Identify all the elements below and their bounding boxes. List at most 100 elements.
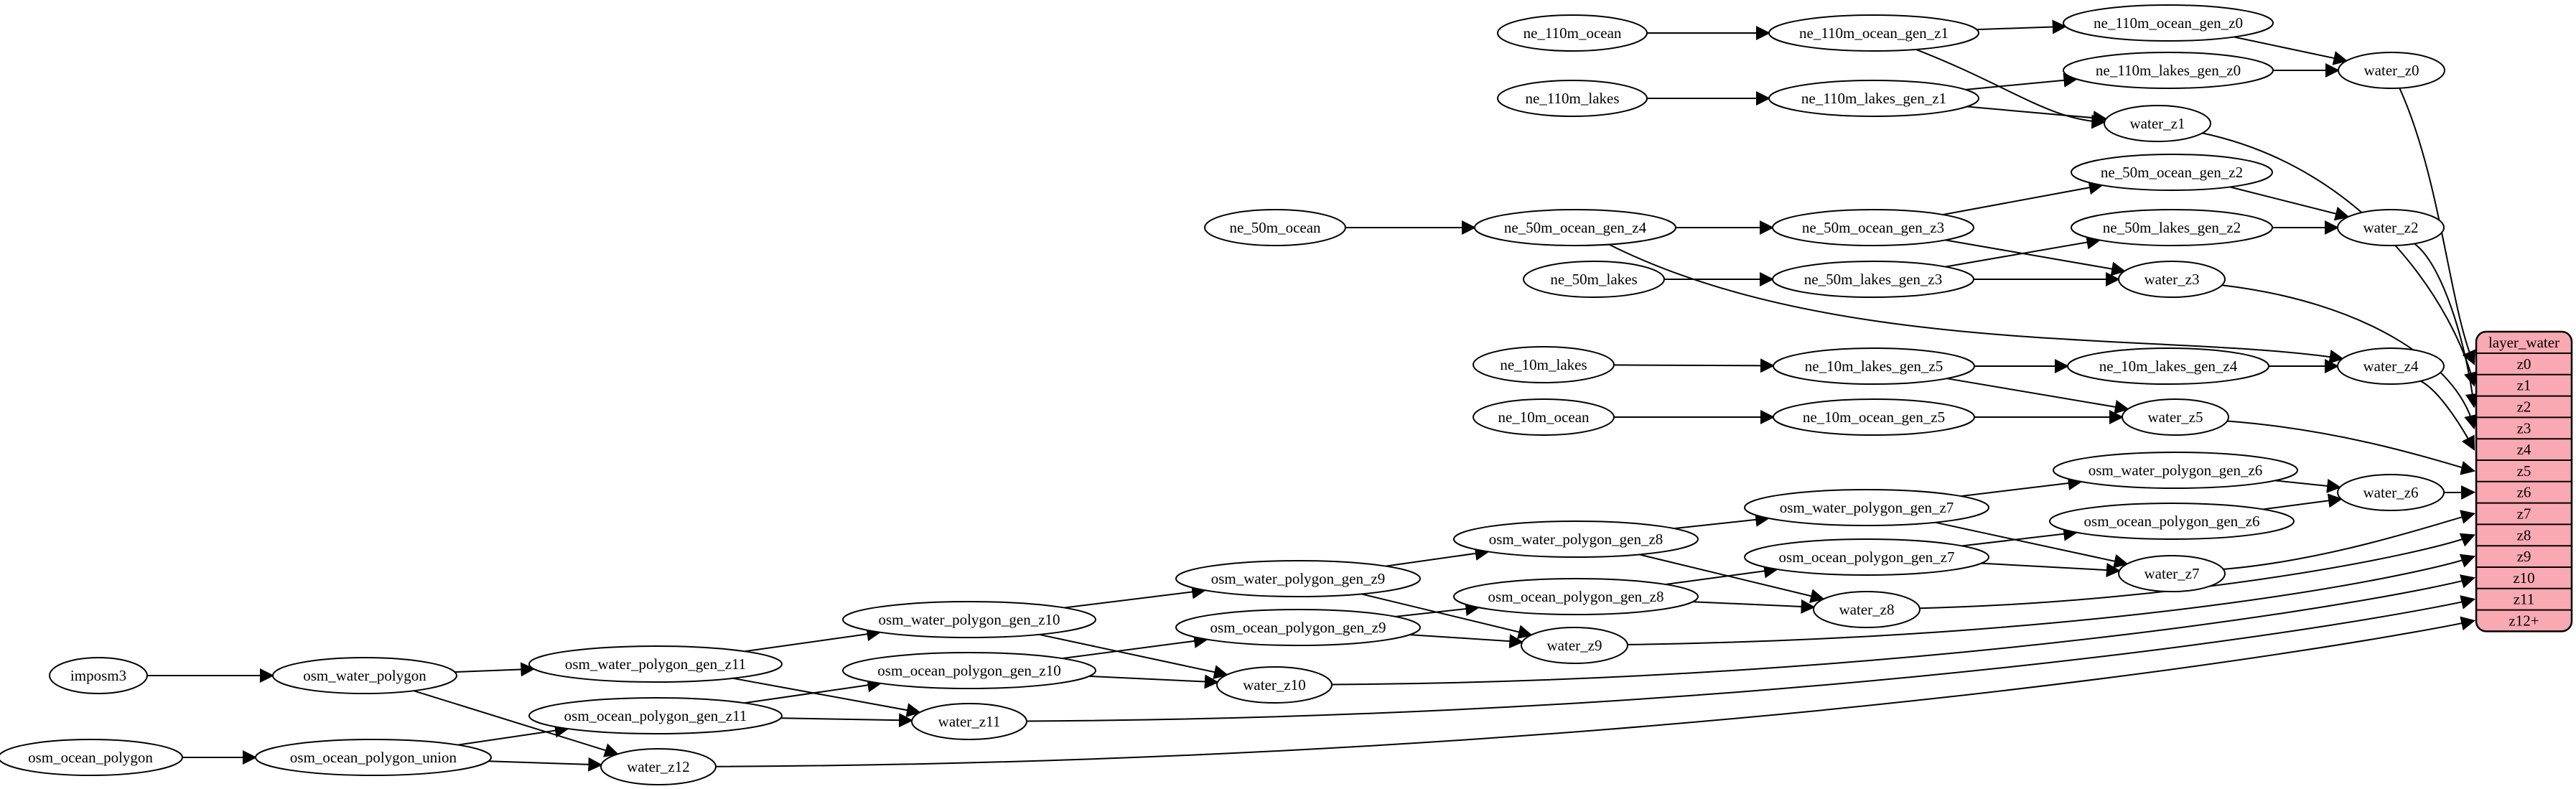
edge-osm_ocean_polygon_gen_z10-to-water_z10 xyxy=(1089,674,1219,689)
node-osm_water_polygon_gen_z11: osm_water_polygon_gen_z11 xyxy=(528,645,783,683)
edge-ne_110m_ocean_gen_z1-to-water_z1 xyxy=(1915,48,2106,129)
table-row-z4: z4 xyxy=(2517,441,2531,458)
node-shape-osm_ocean_polygon xyxy=(0,739,183,776)
node-shape-ne_110m_lakes xyxy=(1497,80,1648,117)
edge-osm_ocean_polygon_gen_z11-to-osm_ocean_polygon_gen_z10 xyxy=(744,678,882,704)
edge-ne_110m_lakes_gen_z1-to-ne_110m_lakes_gen_z0 xyxy=(1965,73,2078,90)
node-label: ne_10m_lakes_gen_z5 xyxy=(1805,358,1943,375)
node-shape-ne_50m_lakes_gen_z2 xyxy=(2071,209,2273,246)
edge-ne_50m_ocean_gen_z2-to-water_z2 xyxy=(2229,186,2350,221)
node-shape-ne_10m_lakes_gen_z5 xyxy=(1773,347,1975,385)
edge-water_z2-to-layer_water-z2 xyxy=(2414,243,2480,408)
node-label: water_z5 xyxy=(2148,408,2203,426)
node-shape-osm_water_polygon xyxy=(272,657,457,694)
edge-osm_water_polygon_gen_z6-to-water_z6 xyxy=(2274,478,2342,493)
node-label: ne_110m_ocean_gen_z0 xyxy=(2094,14,2243,32)
edge-water_z11-to-layer_water-z11 xyxy=(1026,595,2475,722)
node-shape-water_z0 xyxy=(2338,52,2445,89)
node-water_z8: water_z8 xyxy=(1813,591,1921,628)
node-osm_water_polygon_gen_z7: osm_water_polygon_gen_z7 xyxy=(1744,489,1989,526)
node-shape-water_z6 xyxy=(2337,474,2445,511)
node-label: water_z2 xyxy=(2363,219,2419,236)
edge-osm_ocean_polygon_gen_z6-to-water_z6 xyxy=(2262,493,2343,510)
node-water_z4: water_z4 xyxy=(2337,347,2445,385)
node-ne_10m_ocean: ne_10m_ocean xyxy=(1473,398,1615,436)
edge-water_z8-to-layer_water-z8 xyxy=(1919,533,2475,610)
edge-osm_water_polygon_gen_z8-to-osm_water_polygon_gen_z7 xyxy=(1674,512,1770,530)
node-label: ne_110m_ocean xyxy=(1523,24,1622,42)
edge-osm_ocean_polygon_gen_z9-to-water_z9 xyxy=(1409,634,1524,649)
node-ne_50m_ocean: ne_50m_ocean xyxy=(1204,209,1346,246)
node-label: water_z8 xyxy=(1839,601,1895,618)
edge-ne_110m_ocean_gen_z1-to-ne_110m_ocean_gen_z0 xyxy=(1977,19,2067,34)
node-ne_110m_lakes: ne_110m_lakes xyxy=(1497,80,1648,117)
edge-osm_ocean_polygon_gen_z9-to-osm_ocean_polygon_gen_z8 xyxy=(1395,602,1480,617)
node-label: water_z0 xyxy=(2364,62,2419,79)
edge-water_z10-to-layer_water-z10 xyxy=(1331,574,2475,686)
edge-ne_10m_lakes_gen_z5-to-water_z5 xyxy=(1946,378,2129,414)
node-shape-osm_water_polygon_gen_z8 xyxy=(1453,520,1699,558)
node-label: ne_110m_ocean_gen_z1 xyxy=(1799,24,1949,42)
edge-ne_110m_ocean_gen_z0-to-water_z0 xyxy=(2234,36,2348,65)
node-label: osm_ocean_polygon xyxy=(28,749,153,766)
node-label: ne_50m_lakes_gen_z3 xyxy=(1804,271,1942,288)
node-osm_water_polygon_gen_z10: osm_water_polygon_gen_z10 xyxy=(842,601,1096,638)
node-ne_110m_ocean_gen_z0: ne_110m_ocean_gen_z0 xyxy=(2063,4,2274,42)
node-label: ne_50m_lakes_gen_z2 xyxy=(2103,219,2241,236)
edge-water_z4-to-layer_water-z4 xyxy=(2419,380,2475,451)
table-row-z5: z5 xyxy=(2517,462,2531,480)
node-shape-water_z9 xyxy=(1521,627,1628,664)
edge-osm_ocean_polygon_union-to-water_z12 xyxy=(488,757,603,772)
edge-ne_50m_ocean_gen_z4-to-water_z4 xyxy=(1608,243,2344,364)
table-row-z0: z0 xyxy=(2517,355,2531,373)
node-ne_110m_ocean_gen_z1: ne_110m_ocean_gen_z1 xyxy=(1768,14,1979,52)
table-row-z11: z11 xyxy=(2514,591,2535,608)
node-shape-ne_50m_ocean_gen_z4 xyxy=(1474,209,1676,246)
node-label: osm_water_polygon xyxy=(303,667,426,684)
node-shape-water_z4 xyxy=(2337,347,2445,385)
node-shape-water_z10 xyxy=(1216,666,1333,704)
node-label: water_z12 xyxy=(627,758,689,775)
edge-osm_water_polygon_gen_z11-to-water_z11 xyxy=(732,677,921,717)
node-label: water_z4 xyxy=(2363,358,2419,375)
node-label: ne_50m_ocean_gen_z4 xyxy=(1504,219,1647,236)
node-water_z5: water_z5 xyxy=(2122,398,2229,436)
node-ne_110m_ocean: ne_110m_ocean xyxy=(1497,14,1648,52)
node-ne_10m_lakes_gen_z5: ne_10m_lakes_gen_z5 xyxy=(1773,347,1975,385)
node-label: ne_10m_ocean xyxy=(1498,408,1590,426)
edge-osm_ocean_polygon_gen_z8-to-osm_ocean_polygon_gen_z7 xyxy=(1665,564,1779,585)
edge-water_z7-to-layer_water-z7 xyxy=(2223,510,2475,570)
edge-water_z3-to-layer_water-z3 xyxy=(2221,284,2478,430)
node-shape-osm_water_polygon_gen_z11 xyxy=(528,645,783,683)
node-label: ne_50m_lakes xyxy=(1550,271,1637,288)
edge-osm_water_polygon_gen_z8-to-water_z8 xyxy=(1639,554,1825,603)
node-ne_50m_lakes: ne_50m_lakes xyxy=(1523,261,1665,298)
edge-ne_50m_ocean_gen_z3-to-water_z3 xyxy=(1945,239,2127,276)
node-osm_water_polygon_gen_z6: osm_water_polygon_gen_z6 xyxy=(2053,452,2298,489)
node-shape-ne_50m_lakes xyxy=(1523,261,1665,298)
node-osm_water_polygon_gen_z8: osm_water_polygon_gen_z8 xyxy=(1453,520,1699,558)
node-osm_ocean_polygon_gen_z10: osm_ocean_polygon_gen_z10 xyxy=(842,652,1096,689)
node-label: ne_10m_lakes_gen_z4 xyxy=(2099,358,2238,375)
node-shape-osm_ocean_polygon_gen_z7 xyxy=(1744,538,1989,576)
node-osm_ocean_polygon_gen_z8: osm_ocean_polygon_gen_z8 xyxy=(1453,578,1699,615)
node-label: ne_50m_ocean_gen_z3 xyxy=(1802,219,1944,236)
node-label: osm_water_polygon_gen_z10 xyxy=(878,611,1060,628)
node-label: water_z9 xyxy=(1547,637,1602,654)
node-water_z12: water_z12 xyxy=(600,748,717,785)
node-osm_ocean_polygon_gen_z7: osm_ocean_polygon_gen_z7 xyxy=(1744,538,1989,576)
node-water_z7: water_z7 xyxy=(2118,555,2226,592)
node-label: imposm3 xyxy=(70,667,126,684)
node-water_z2: water_z2 xyxy=(2337,209,2445,246)
node-ne_10m_lakes_gen_z4: ne_10m_lakes_gen_z4 xyxy=(2067,347,2269,385)
node-shape-ne_110m_lakes_gen_z0 xyxy=(2063,52,2274,89)
edge-osm_ocean_polygon_union-to-osm_ocean_polygon_gen_z11 xyxy=(457,723,569,746)
edge-osm_ocean_polygon_gen_z7-to-water_z7 xyxy=(1981,562,2121,578)
table-row-z12+: z12+ xyxy=(2509,612,2539,630)
node-shape-ne_10m_lakes_gen_z4 xyxy=(2067,347,2269,385)
table-row-z3: z3 xyxy=(2517,419,2531,436)
node-shape-osm_ocean_polygon_union xyxy=(255,739,492,776)
node-label: ne_110m_lakes_gen_z1 xyxy=(1801,90,1946,107)
node-shape-water_z2 xyxy=(2337,209,2445,246)
